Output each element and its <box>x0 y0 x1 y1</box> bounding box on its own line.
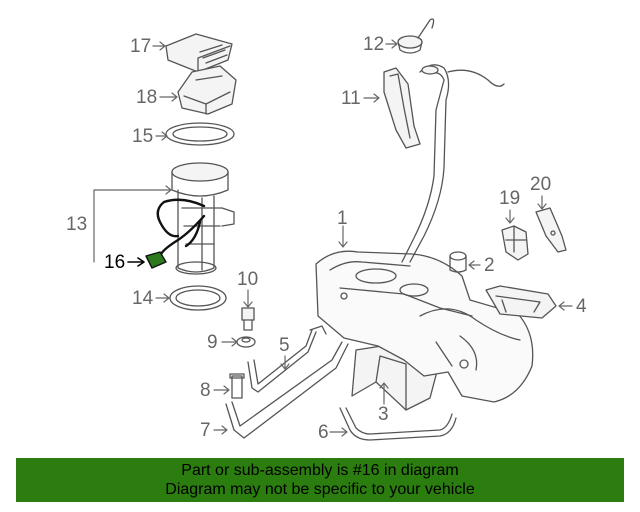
part-16-wiring-harness[interactable] <box>156 198 206 258</box>
callout-14[interactable]: 14 <box>132 288 154 309</box>
callout-5[interactable]: 5 <box>279 335 290 356</box>
part-20-bracket[interactable] <box>535 207 567 253</box>
callout-9[interactable]: 9 <box>207 332 218 353</box>
callout-8[interactable]: 8 <box>200 380 211 401</box>
callout-12[interactable]: 12 <box>363 34 385 55</box>
callout-7[interactable]: 7 <box>200 420 211 441</box>
part-2-valve[interactable] <box>449 251 467 273</box>
part-13-pump-module[interactable] <box>171 162 235 275</box>
callout-3[interactable]: 3 <box>378 404 389 425</box>
part-18-lock-cover[interactable] <box>177 65 237 115</box>
callout-13[interactable]: 13 <box>66 214 88 235</box>
part-15-seal[interactable] <box>165 122 235 146</box>
callout-16[interactable]: 16 <box>104 252 126 273</box>
callout-1[interactable]: 1 <box>337 208 348 229</box>
leader-lines <box>93 39 573 437</box>
banner-line-part: Part or sub-assembly is #16 in diagram <box>181 462 459 479</box>
part-8-bolt[interactable] <box>229 373 245 399</box>
callout-4[interactable]: 4 <box>576 296 587 317</box>
part-10-bolt[interactable] <box>241 307 255 331</box>
banner-line-disclaimer: Diagram may not be specific to your vehi… <box>165 481 475 498</box>
callout-11[interactable]: 11 <box>341 88 361 109</box>
part-9-nut[interactable] <box>236 336 256 348</box>
callout-10[interactable]: 10 <box>237 269 259 290</box>
callout-6[interactable]: 6 <box>318 422 329 443</box>
callout-2[interactable]: 2 <box>484 255 495 276</box>
part-14-ring[interactable] <box>169 285 227 311</box>
info-banner: Part or sub-assembly is #16 in diagram D… <box>16 458 624 502</box>
filler-neck <box>401 64 505 263</box>
callout-20[interactable]: 20 <box>530 174 552 195</box>
part-11-bracket[interactable] <box>383 67 421 149</box>
callout-19[interactable]: 19 <box>499 188 521 209</box>
part-19-clip[interactable] <box>501 225 529 261</box>
part-7-strap[interactable] <box>225 341 349 439</box>
callout-18[interactable]: 18 <box>136 87 158 108</box>
leader-line-16 <box>127 257 145 267</box>
part-4-guard[interactable] <box>485 285 557 319</box>
part-1-fuel-tank[interactable] <box>315 250 534 403</box>
callout-17[interactable]: 17 <box>130 36 152 57</box>
part-16-connector[interactable] <box>145 251 167 269</box>
part-17-cover[interactable] <box>165 33 233 73</box>
part-12-filler-cap[interactable] <box>397 18 435 54</box>
part-6-line[interactable] <box>339 407 457 441</box>
callout-15[interactable]: 15 <box>132 126 154 147</box>
